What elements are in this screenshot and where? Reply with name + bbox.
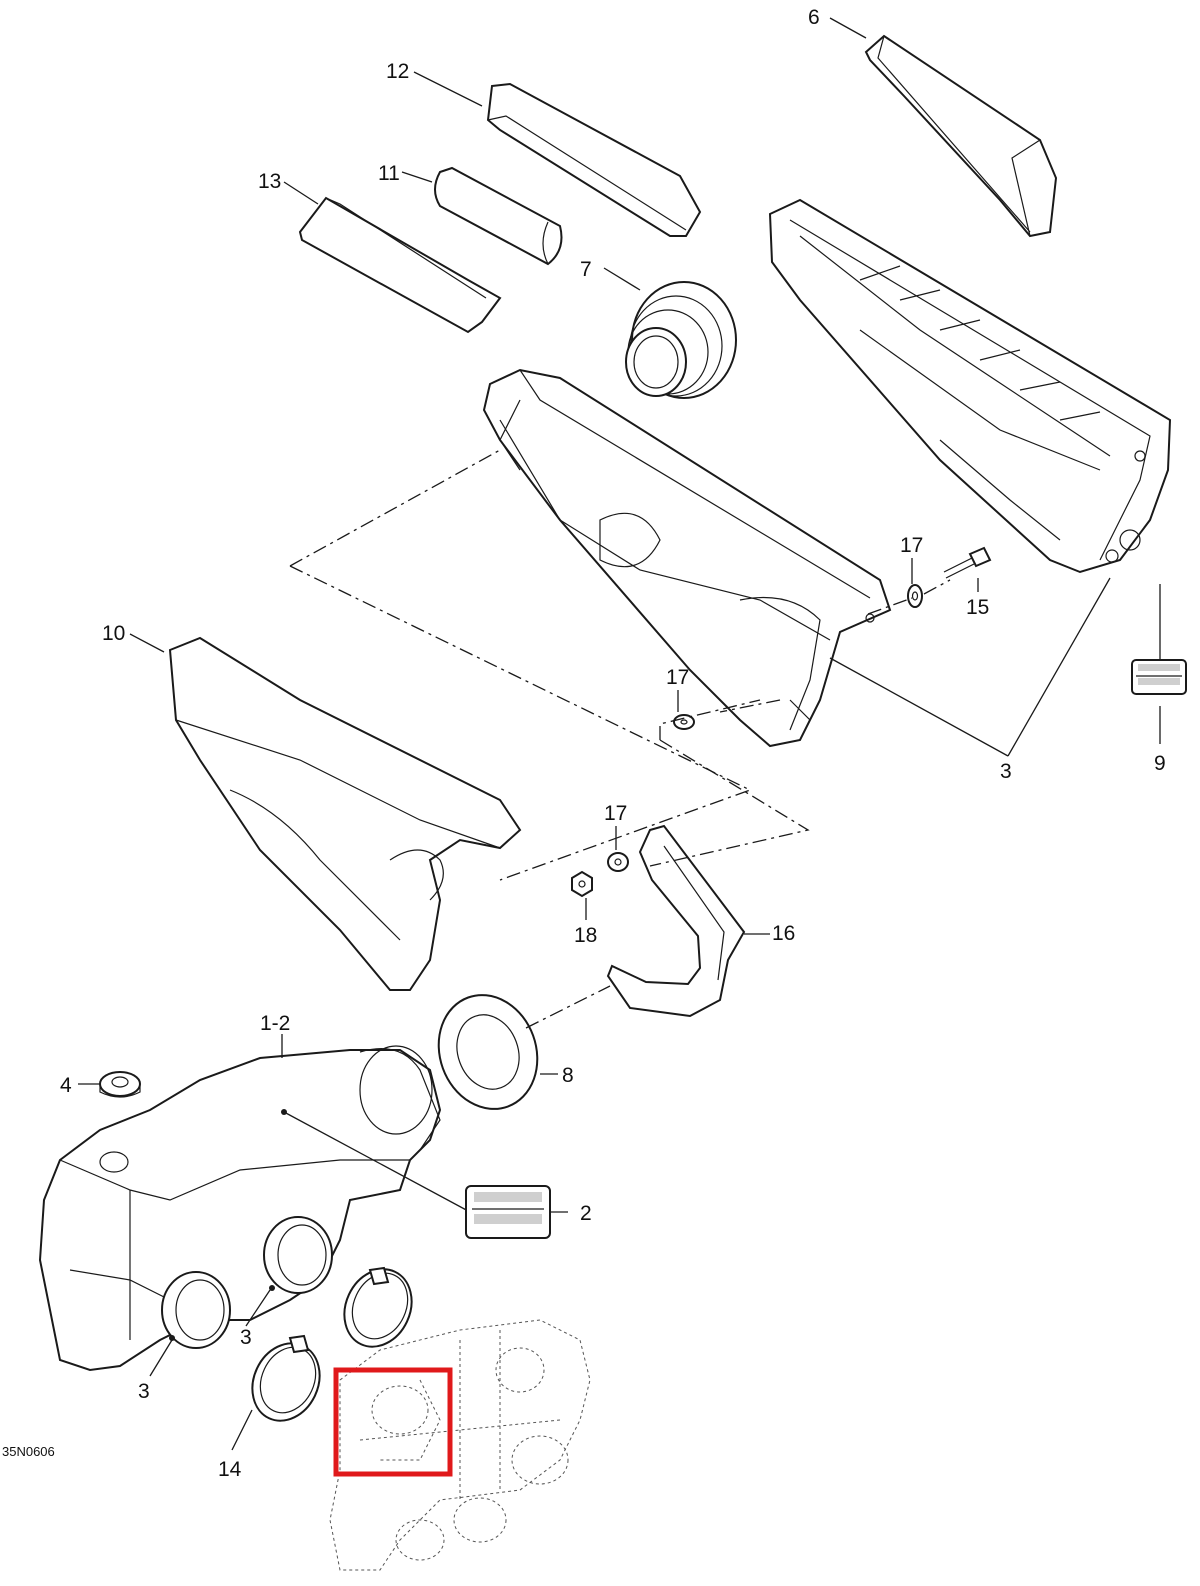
callout-11: 11 <box>378 162 400 185</box>
callout-13: 13 <box>258 170 281 193</box>
callout-17: 17 <box>900 534 923 557</box>
part-4-grommet <box>99 1071 141 1098</box>
engine-outline <box>329 1319 591 1571</box>
callout-7: 7 <box>580 258 592 281</box>
part-17-washer <box>607 852 629 872</box>
part-8-seal-ring <box>437 994 539 1110</box>
callout-16: 15 <box>966 596 989 619</box>
callout-1-2: 1-2 <box>260 1012 290 1035</box>
callout-9: 9 <box>1154 752 1166 775</box>
part-9-label-decal <box>1131 659 1187 695</box>
callout-6: 6 <box>808 6 820 29</box>
callout-12: 12 <box>386 60 409 83</box>
callout-17: 17 <box>604 802 627 825</box>
callout-10: 10 <box>102 622 125 645</box>
callout-3: 3 <box>240 1326 252 1349</box>
part-13-foam-block <box>298 196 502 334</box>
callout-14: 14 <box>218 1458 242 1481</box>
part-7-grommet <box>625 281 737 399</box>
callout-8: 8 <box>562 1064 574 1087</box>
part-6-foam-block <box>864 34 1058 238</box>
part-1-2-intake-silencer <box>38 1045 442 1372</box>
part-10-air-filter <box>168 636 522 991</box>
callout-labels: 6 12 11 13 7 10 17 15 17 3 9 17 18 16 8 … <box>2 6 1166 1481</box>
part-18-nut <box>571 870 593 898</box>
callout-15: 16 <box>772 922 795 945</box>
diagram-code: 35N0606 <box>2 1444 55 1459</box>
part-17-washer <box>673 714 695 730</box>
part-3-airbox-housing <box>768 198 1172 574</box>
callout-18: 18 <box>574 924 597 947</box>
part-14-clamp <box>251 1334 321 1422</box>
callout-2: 2 <box>580 1202 592 1225</box>
part-17-washer <box>907 584 923 608</box>
assembly-lines <box>289 449 951 1029</box>
part-11-foam-cylinder <box>434 166 563 266</box>
leader-lines <box>78 17 1161 1451</box>
callout-17: 17 <box>666 666 689 689</box>
part-15-bracket <box>606 824 746 1018</box>
callout-3: 3 <box>138 1380 150 1403</box>
highlight-box <box>333 1367 453 1477</box>
part-3-clamp <box>343 1266 413 1348</box>
callout-4: 4 <box>60 1074 72 1097</box>
callout-3: 3 <box>1000 760 1012 783</box>
part-2-label-decal <box>465 1185 551 1239</box>
part-12-foam-strip <box>486 82 702 237</box>
part-3-filter-cover <box>482 368 892 748</box>
part-16-bolt <box>943 546 992 579</box>
